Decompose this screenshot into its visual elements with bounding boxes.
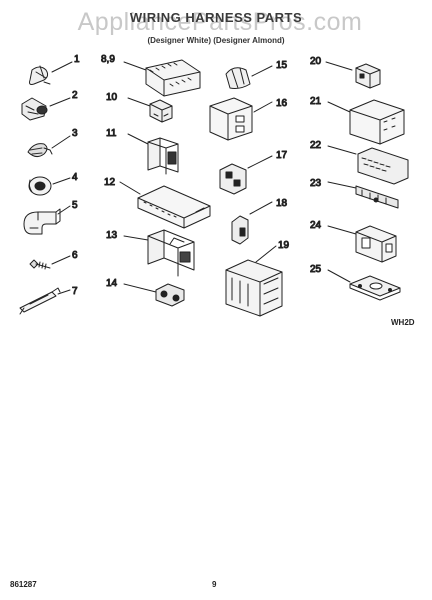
- part-21-block-housing: [349, 99, 405, 145]
- leader-line-15: [251, 65, 273, 77]
- leader-line-21: [327, 101, 351, 113]
- leader-line-22: [327, 145, 357, 155]
- leader-line-19: [255, 245, 277, 263]
- leader-line-11: [127, 133, 149, 145]
- part-14-small-connector: [155, 283, 185, 307]
- part-number-15: 15: [276, 60, 288, 71]
- leader-line-13: [123, 235, 149, 241]
- model-variant-line: (Designer White) (Designer Almond): [147, 36, 285, 45]
- part-17-terminal: [219, 163, 247, 195]
- part-number-1: 1: [74, 54, 80, 65]
- part-number-12: 12: [104, 177, 116, 188]
- part-16-housing: [209, 97, 253, 141]
- part-5-strain-relief: [23, 208, 61, 235]
- part-number-14: 14: [106, 278, 118, 289]
- leader-line-25: [327, 269, 351, 283]
- part-18-bracket: [231, 215, 249, 245]
- part-number-4: 4: [72, 172, 78, 183]
- leader-line-7: [57, 289, 71, 295]
- part-22-grid-connector: [357, 147, 409, 185]
- part-13-plug-housing: [147, 229, 195, 277]
- page-number: 9: [212, 580, 217, 589]
- part-number-17: 17: [276, 150, 288, 161]
- part-20-small-housing: [355, 63, 381, 89]
- part-24-socket-housing: [355, 225, 397, 263]
- part-25-mounting-plate: [349, 275, 401, 301]
- part-12-long-connector: [137, 185, 211, 229]
- watermark-text: AppliancePartsPros.com: [77, 8, 363, 36]
- leader-line-2: [49, 97, 71, 107]
- footer-part-code: 861287: [10, 580, 37, 589]
- part-1-clamp: [29, 65, 51, 85]
- part-number-10: 10: [106, 92, 118, 103]
- part-23-strip-connector: [355, 185, 399, 209]
- part-8-9-connector-housing: [145, 59, 201, 97]
- part-19-multi-connector: [225, 259, 283, 317]
- leader-line-1: [51, 61, 73, 73]
- part-6-screw: [29, 259, 51, 270]
- part-number-5: 5: [72, 200, 78, 211]
- part-number-23: 23: [310, 178, 322, 189]
- part-number-2: 2: [72, 90, 78, 101]
- part-number-7: 7: [72, 286, 78, 297]
- part-15-clip: [225, 67, 251, 89]
- leader-line-17: [247, 155, 273, 169]
- leader-line-6: [51, 255, 71, 265]
- part-number-11: 11: [106, 128, 117, 139]
- part-7-cable-tie: [19, 287, 61, 315]
- part-2-cable-clip: [21, 97, 48, 121]
- part-11-terminal-block: [147, 137, 179, 175]
- part-10-connector: [149, 99, 173, 123]
- leader-line-24: [327, 225, 357, 235]
- leader-line-8-9: [123, 61, 147, 71]
- leader-line-5: [57, 205, 71, 215]
- part-number-18: 18: [276, 198, 288, 209]
- part-3-wire-clip: [27, 143, 53, 158]
- part-number-25: 25: [310, 264, 322, 275]
- leader-line-14: [123, 283, 157, 293]
- part-number-16: 16: [276, 98, 288, 109]
- diagram-code: WH2D: [391, 318, 415, 327]
- part-number-13: 13: [106, 230, 118, 241]
- part-number-22: 22: [310, 140, 322, 151]
- part-number-8-9: 8,9: [101, 54, 115, 65]
- part-number-6: 6: [72, 250, 78, 261]
- part-number-3: 3: [72, 128, 78, 139]
- leader-line-16: [253, 101, 273, 113]
- leader-line-4: [52, 177, 71, 185]
- leader-line-20: [325, 61, 353, 71]
- page-title: WIRING HARNESS PARTS: [129, 10, 303, 25]
- leader-line-23: [327, 181, 357, 189]
- leader-line-18: [249, 201, 273, 215]
- part-number-20: 20: [310, 56, 322, 67]
- leader-line-12: [119, 181, 141, 195]
- part-number-21: 21: [310, 96, 322, 107]
- leader-line-3: [51, 135, 71, 149]
- part-4-grommet: [28, 176, 52, 196]
- part-number-19: 19: [278, 240, 290, 251]
- part-number-24: 24: [310, 220, 322, 231]
- leader-line-10: [127, 97, 151, 107]
